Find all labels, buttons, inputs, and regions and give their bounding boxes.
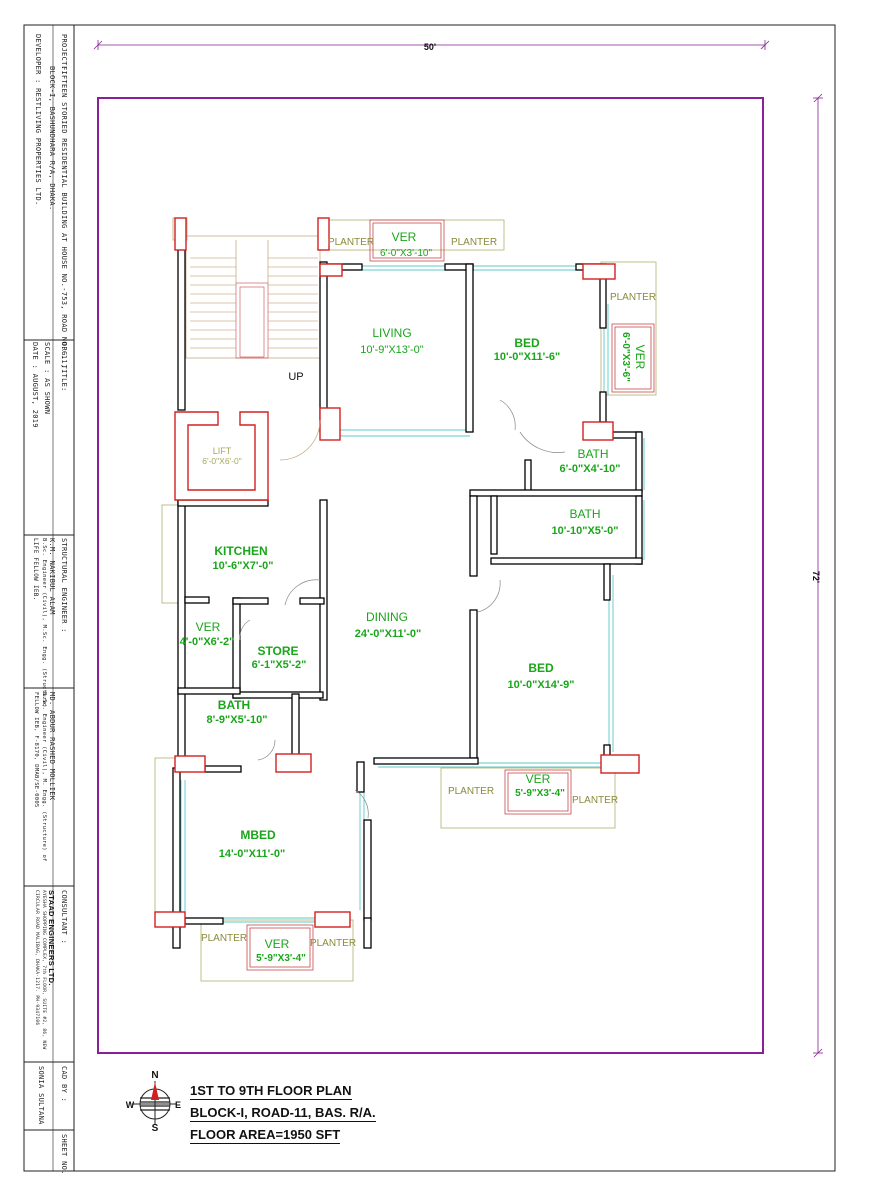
room-store-size: 6'-1"X5'-2" [252,659,307,671]
room-bath3-size: 8'-9"X5'-10" [207,714,268,726]
room-kitchen-size: 10'-6"X7'-0" [213,560,274,572]
room-bed1-size: 10'-0"X11'-6" [494,351,560,363]
lift-label: LIFT 6'-0"X6'-0" [202,446,242,466]
veranda-top-size: 6'-0"X3'-10" [380,248,433,259]
veranda-right-name: VER [633,345,647,370]
room-bed2-name: BED [528,661,554,675]
veranda-bottom-right-size: 5'-9"X3'-4" [515,788,565,799]
room-mbed-size: 14'-0"X11'-0" [219,848,285,860]
room-ver-size: 4'-0"X6'-2" [180,636,235,648]
room-living-name: LIVING [372,326,411,340]
door-swings [239,399,566,819]
room-labels: LIVING 10'-9"X13'-0" BED 10'-0"X11'-6" B… [180,230,647,964]
plot-boundary [97,97,764,1054]
room-dining-size: 24'-0"X11'-0" [355,628,421,640]
room-living-size: 10'-9"X13'-0" [360,344,423,356]
height-dimension: 72' [811,571,821,583]
planter-label-7: PLANTER [310,938,356,949]
planter-label-2: PLANTER [451,237,497,248]
compass-s: S [152,1123,159,1134]
room-bath1-size: 6'-0"X4'-10" [560,463,621,475]
sheet-border [23,24,836,1172]
planter-label-4: PLANTER [448,786,494,797]
planter-labels: PLANTER PLANTER PLANTER PLANTER PLANTER … [201,237,656,949]
veranda-bottom-right-name: VER [526,772,551,786]
room-ver-name: VER [196,620,221,634]
north-compass: N S E W [126,1070,181,1134]
width-dimension: 50' [424,42,436,52]
stair-up-label: UP [288,371,303,383]
planter-label-3: PLANTER [610,292,656,303]
veranda-bottom-left-size: 5'-9"X3'-4" [256,953,306,964]
plan-title-area: FLOOR AREA=1950 SFT [190,1127,341,1144]
room-bath2-size: 10'-10"X5'-0" [551,525,618,537]
planter-label-5: PLANTER [572,795,618,806]
room-bed2-size: 10'-0"X14'-9" [507,679,574,691]
lift-name: LIFT [213,446,232,456]
veranda-bottom-left-name: VER [265,937,290,951]
staircase [185,235,321,359]
planter-label-1: PLANTER [328,237,374,248]
room-bed1-name: BED [514,336,540,350]
veranda-top-name: VER [392,230,417,244]
room-mbed-name: MBED [240,828,276,842]
lift-size: 6'-0"X6'-0" [202,456,242,466]
plan-title-floors: 1ST TO 9TH FLOOR PLAN [190,1083,352,1100]
plan-title-block: BLOCK-I, ROAD-11, BAS. R/A. [190,1105,376,1122]
room-bath1-name: BATH [577,447,608,461]
dimension-lines [93,40,823,1058]
compass-e: E [175,1100,181,1110]
planter-label-6: PLANTER [201,933,247,944]
veranda-railings [246,219,655,971]
compass-n: N [151,1070,158,1081]
room-bath3-name: BATH [218,698,250,712]
room-bath2-name: BATH [569,507,600,521]
veranda-right-size: 6'-0"X3'-6" [620,332,631,382]
compass-w: W [126,1100,135,1110]
room-kitchen-name: KITCHEN [214,544,267,558]
room-dining-name: DINING [366,610,408,624]
columns [154,217,640,928]
room-store-name: STORE [257,644,298,658]
